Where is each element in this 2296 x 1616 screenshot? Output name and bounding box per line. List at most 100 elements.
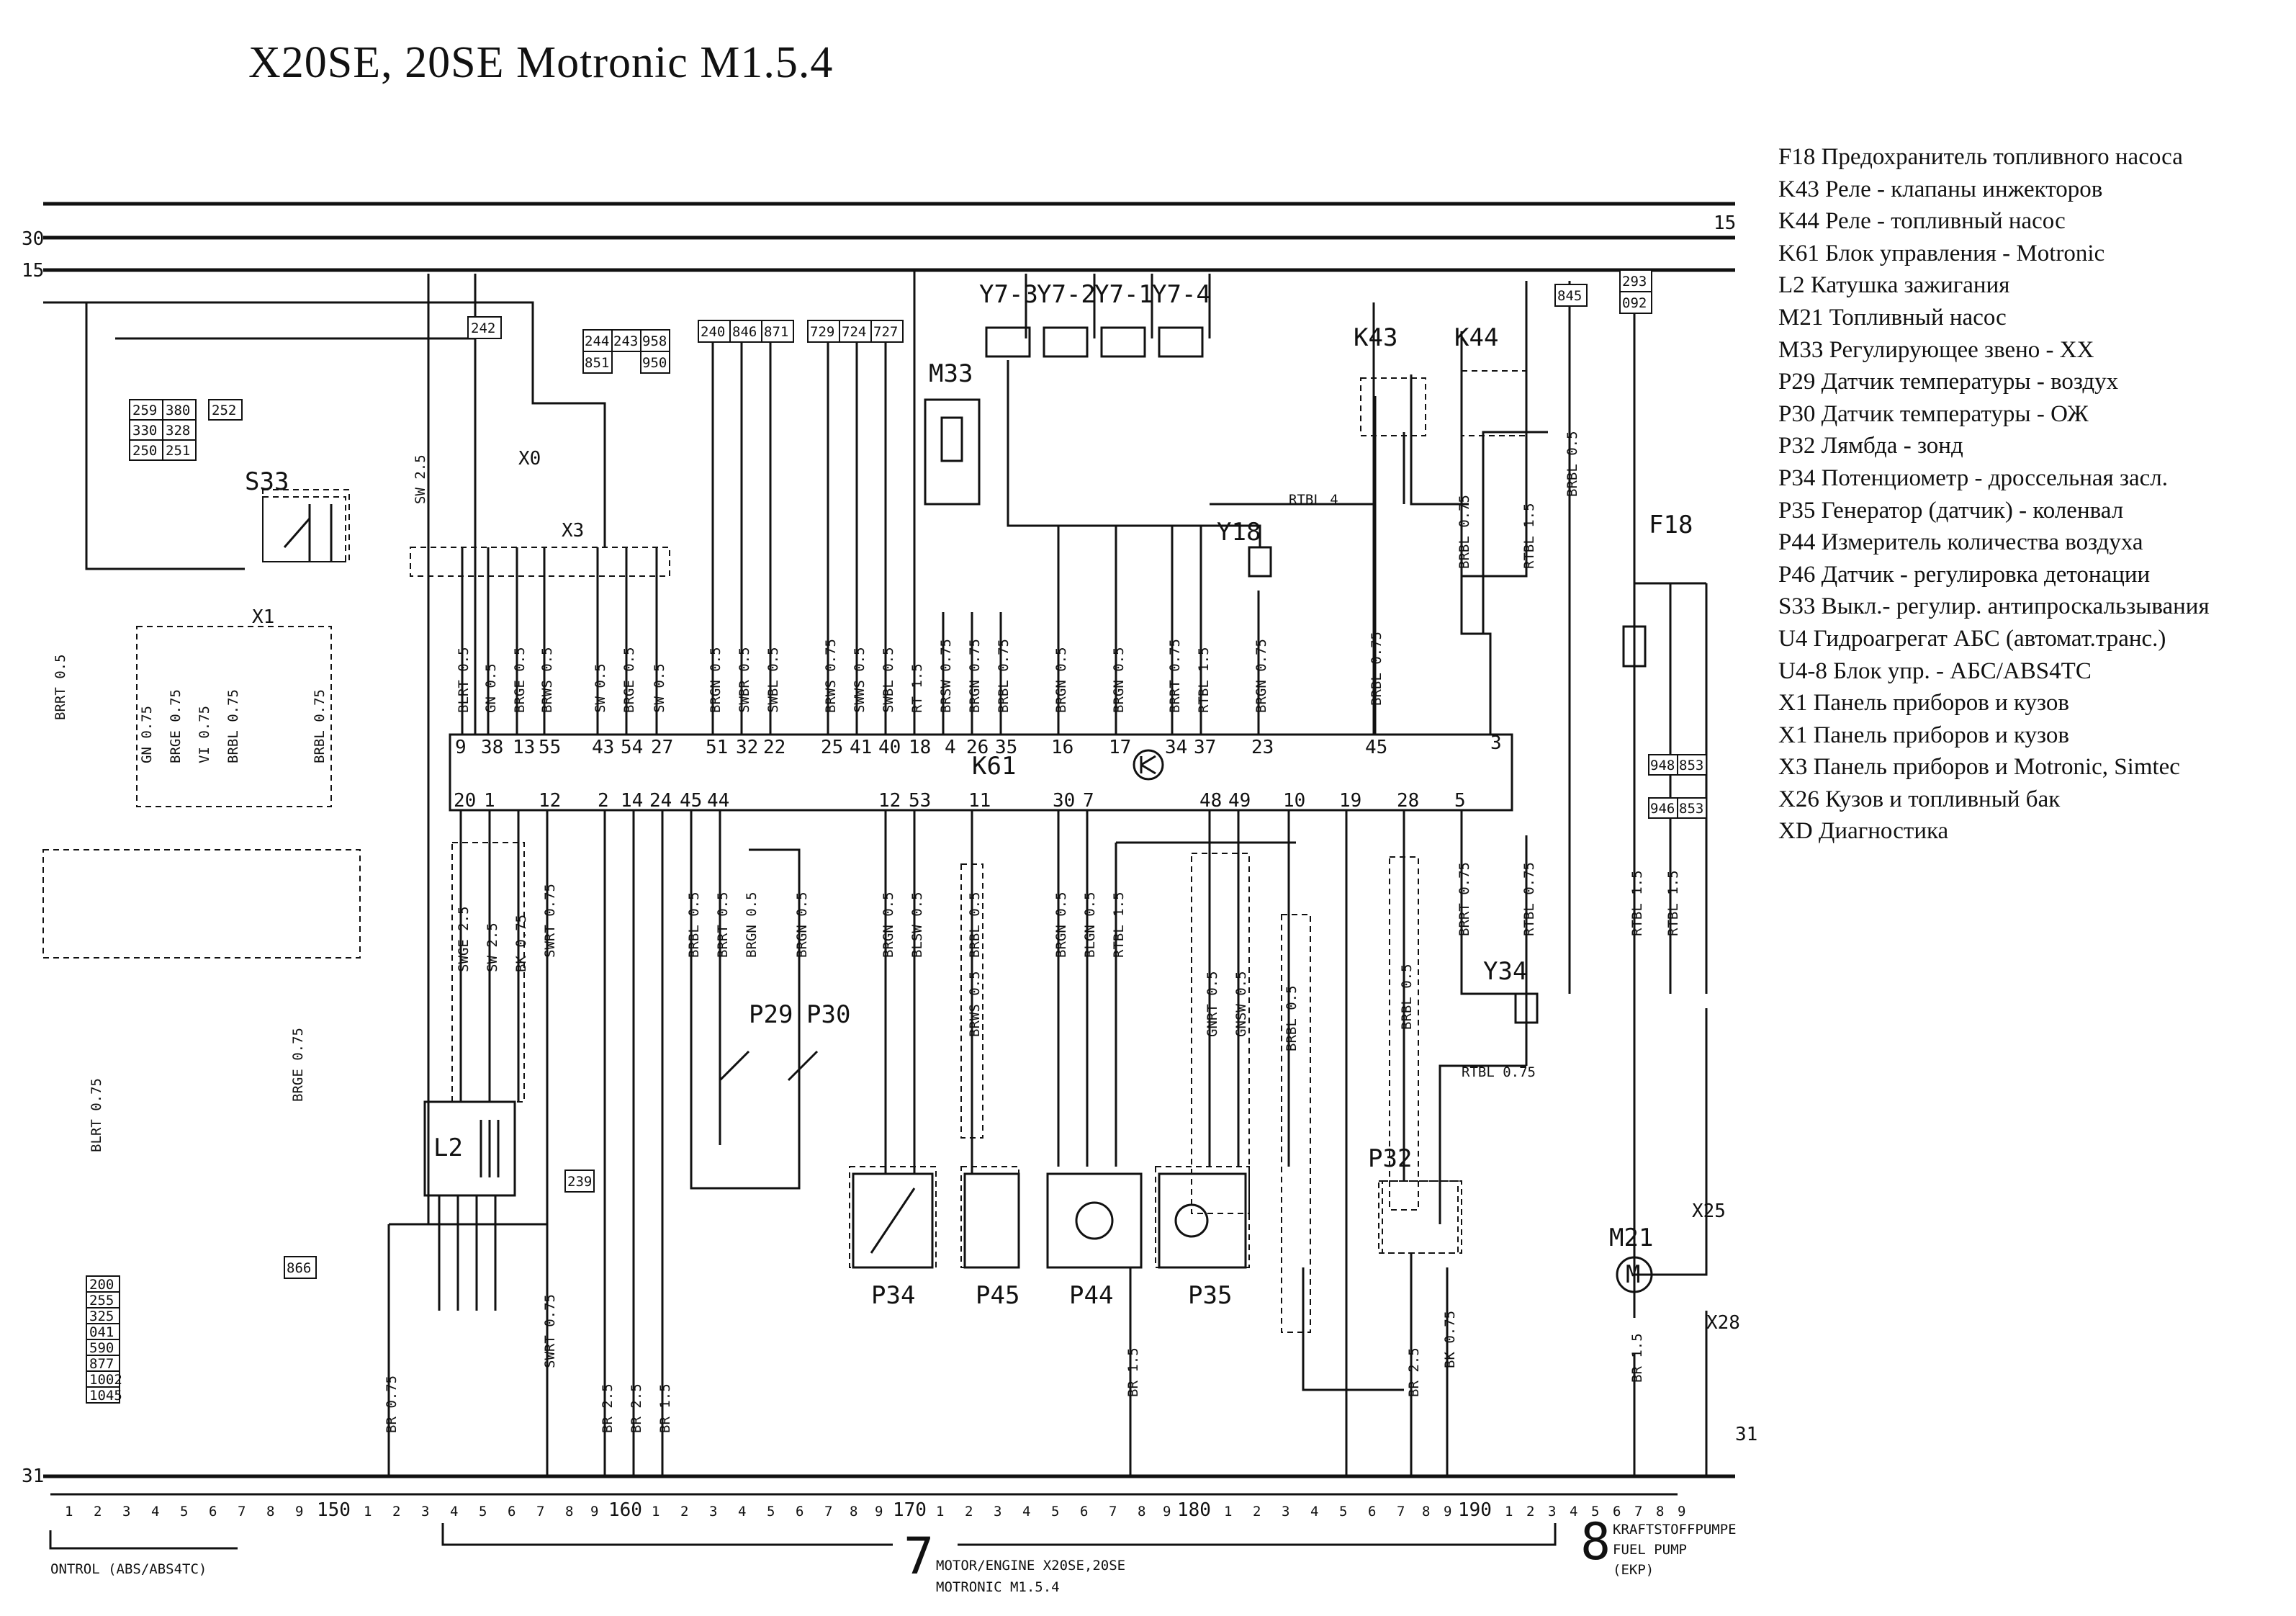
wire xyxy=(43,301,606,570)
y72-label: Y7-2 xyxy=(1037,280,1096,309)
k61-pin: 19 xyxy=(1339,790,1361,812)
y74-label: Y7-4 xyxy=(1152,280,1211,309)
connector-id: 242 xyxy=(471,320,495,336)
k43-label: K43 xyxy=(1354,323,1397,352)
k61-pin: 45 xyxy=(1365,737,1387,758)
path-number: 2 xyxy=(1526,1504,1534,1520)
switch-contact xyxy=(283,504,333,562)
path-numbering: 1 2 3 4 5 6 7 8 9 150 1 2 3 4 5 6 7 8 9 … xyxy=(49,1493,1737,1595)
wire xyxy=(1025,274,1211,338)
connector-cell xyxy=(582,329,613,352)
connector-id: 092 xyxy=(1622,295,1647,311)
legend-item: P46 Датчик - регулировка детонации xyxy=(1778,561,2151,588)
page-title: X20SE, 20SE Motronic M1.5.4 xyxy=(248,38,834,87)
k61-pin: 22 xyxy=(763,737,785,758)
connector-cell xyxy=(284,1256,317,1279)
m21-pump xyxy=(1616,1256,1653,1293)
connector-blocks: 259 380 330 328 250 251 252 242 244 243 … xyxy=(86,269,1707,1404)
legend-item: F18 Предохранитель топливного насоса xyxy=(1778,144,2183,170)
path-number: 4 xyxy=(1022,1504,1030,1520)
k61-label: K61 xyxy=(972,752,1016,781)
wire-label: SWWS 0.5 xyxy=(852,647,868,713)
connector-id: 948 xyxy=(1650,758,1675,773)
p45-body xyxy=(963,1172,1020,1269)
wire-label: BRGN 0.5 xyxy=(744,892,760,958)
wire-label: BLRT 0.5 xyxy=(456,647,472,713)
path-number: 180 xyxy=(1177,1499,1211,1521)
section-caption: ONTROL (ABS/ABS4TC) xyxy=(50,1561,207,1577)
p45-label: P45 xyxy=(976,1281,1019,1310)
connector-cell xyxy=(870,320,904,343)
wire-label: BRBL 0.75 xyxy=(1369,632,1385,706)
k61-pin: 4 xyxy=(945,737,956,758)
path-number: 4 xyxy=(151,1504,159,1520)
y34-valve xyxy=(1514,992,1539,1024)
wire-label: BRSW 0.75 xyxy=(938,639,954,713)
l2-label: L2 xyxy=(433,1134,463,1162)
m33-core xyxy=(940,416,963,462)
section-caption: (EKP) xyxy=(1613,1562,1654,1578)
wire-labels: BLRT 0.5 GN 0.5 BRGE 0.5 BRWS 0.5 SW 0.5… xyxy=(53,431,1681,1433)
connector-cell xyxy=(208,399,243,421)
connector-id: 724 xyxy=(842,324,866,340)
wire-label: BRGE 0.5 xyxy=(512,647,528,713)
wire-label: BR 1.5 xyxy=(1125,1347,1141,1397)
y34-label: Y34 xyxy=(1483,957,1527,986)
supply-rails: 30 15 15 31 31 xyxy=(22,202,1757,1487)
y18-label: Y18 xyxy=(1217,518,1261,547)
path-number: 3 xyxy=(994,1504,1001,1520)
k61-pin: 7 xyxy=(1083,790,1094,812)
path-number: 3 xyxy=(1282,1504,1289,1520)
shield xyxy=(410,547,670,577)
p34-label: P34 xyxy=(871,1281,915,1310)
k61-pin: 30 xyxy=(1053,790,1075,812)
k61-pin: 49 xyxy=(1228,790,1251,812)
shield xyxy=(1281,914,1311,1333)
k44-relay xyxy=(1461,370,1527,436)
connector-id: 244 xyxy=(585,333,609,349)
path-number: 4 xyxy=(1570,1504,1577,1520)
wire-label: SWGE 2.5 xyxy=(456,906,472,972)
s33-label: S33 xyxy=(245,467,289,496)
path-number: 5 xyxy=(1591,1504,1599,1520)
path-number: 8 xyxy=(1422,1504,1430,1520)
rail-label: 15 xyxy=(1714,212,1736,234)
p35-symbol xyxy=(1174,1203,1209,1238)
section-number: 7 xyxy=(904,1527,934,1586)
y73-label: Y7-3 xyxy=(979,280,1038,309)
wire-label: BRBL 0.5 xyxy=(967,892,983,958)
path-number: 8 xyxy=(1656,1504,1664,1520)
connector-id: 251 xyxy=(166,443,190,459)
wire-label: BRGE 0.75 xyxy=(290,1028,306,1102)
path-number: 7 xyxy=(1634,1504,1642,1520)
connector-id: 853 xyxy=(1679,801,1703,817)
path-number: 6 xyxy=(796,1504,803,1520)
wire xyxy=(1374,281,1571,994)
wire-label: BRRT 0.75 xyxy=(1457,862,1472,936)
connector-id: 958 xyxy=(642,333,667,349)
connector-cell xyxy=(640,351,670,374)
wire-label: BR 1.5 xyxy=(657,1383,673,1433)
wire-label: BRBL 0.75 xyxy=(225,689,241,763)
wire xyxy=(1129,1253,1449,1476)
wire-label: SWBL 0.5 xyxy=(881,647,896,713)
k61-pin: 9 xyxy=(455,737,467,758)
connector-id: 240 xyxy=(701,324,725,340)
p29-label: P29 xyxy=(749,1000,793,1029)
k61-body xyxy=(449,733,1513,812)
path-number: 1 xyxy=(936,1504,944,1520)
wire-label: GNSW 0.5 xyxy=(1233,971,1249,1037)
k61-pin: 17 xyxy=(1109,737,1131,758)
wire-label: BRBL 0.75 xyxy=(312,689,328,763)
path-number: 1 xyxy=(1505,1504,1513,1520)
legend-item: P34 Потенциометр - дроссельная засл. xyxy=(1778,464,2169,491)
legend-item: P29 Датчик температуры - воздух xyxy=(1778,369,2119,395)
connector-cell xyxy=(86,1386,120,1404)
transistor-symbol xyxy=(1140,755,1156,775)
wire-label: BRGE 0.75 xyxy=(168,689,184,763)
wire-label: BRWS 0.5 xyxy=(539,647,555,713)
wire-label: SW 0.5 xyxy=(593,663,608,713)
wire-label: BRGN 0.75 xyxy=(967,639,983,713)
path-number: 5 xyxy=(180,1504,188,1520)
wire xyxy=(546,810,664,1476)
